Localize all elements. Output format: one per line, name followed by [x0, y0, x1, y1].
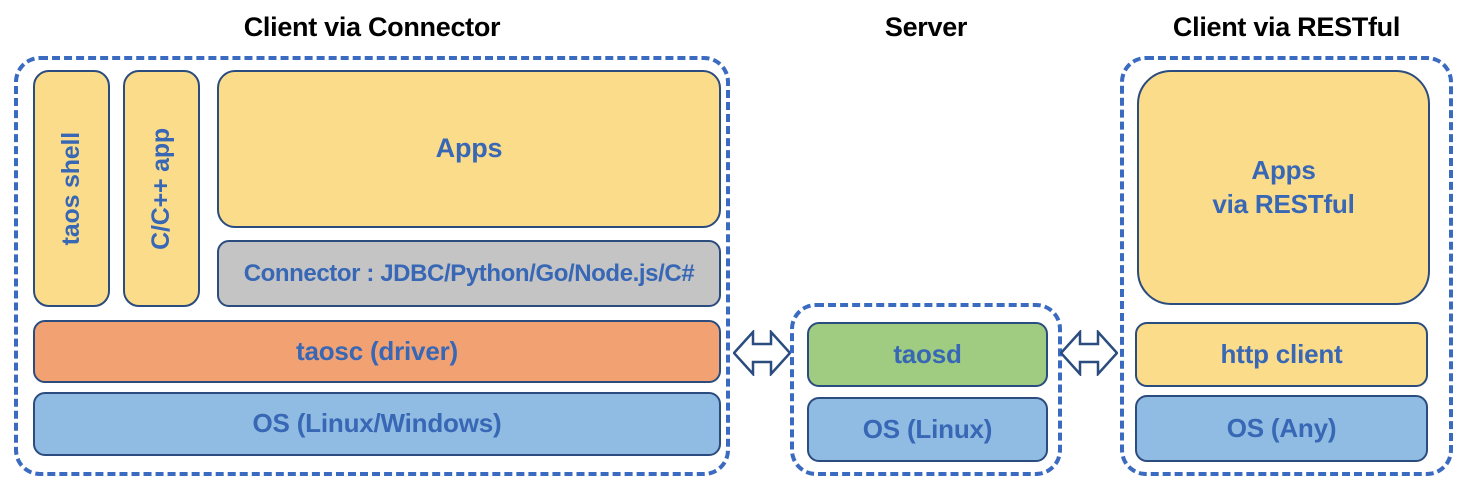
client-via-connector-group: taos shell C/C++ app Apps Connector : JD… — [14, 56, 730, 476]
apps-via-restful-line1: Apps — [1251, 154, 1316, 185]
os-linux-windows-label: OS (Linux/Windows) — [252, 408, 502, 439]
apps-box: Apps — [217, 70, 721, 228]
apps-via-restful-line2: via RESTful — [1212, 188, 1355, 219]
os-linux-label: OS (Linux) — [862, 413, 993, 444]
apps-via-restful-label: Apps via RESTful — [1212, 154, 1354, 222]
double-arrow-icon — [1060, 330, 1118, 376]
left-section-title: Client via Connector — [243, 12, 501, 42]
apps-via-restful-box: Apps via RESTful — [1137, 70, 1430, 305]
cpp-app-label: C/C++ app — [147, 127, 176, 250]
http-client-box: http client — [1135, 322, 1428, 387]
server-section-title: Server — [884, 12, 968, 42]
taos-shell-box: taos shell — [33, 70, 110, 307]
taosd-box: taosd — [807, 322, 1048, 387]
os-any-label: OS (Any) — [1226, 412, 1337, 443]
taosc-driver-box: taosc (driver) — [33, 320, 721, 383]
connector-box: Connector : JDBC/Python/Go/Node.js/C# — [217, 240, 721, 307]
server-group: taosd OS (Linux) — [790, 303, 1062, 476]
os-linux-box: OS (Linux) — [807, 397, 1048, 462]
os-any-box: OS (Any) — [1135, 395, 1428, 462]
taos-shell-label: taos shell — [57, 131, 86, 246]
connector-label: Connector : JDBC/Python/Go/Node.js/C# — [243, 259, 695, 287]
taosd-label: taosd — [893, 338, 962, 369]
cpp-app-box: C/C++ app — [123, 70, 200, 307]
apps-label: Apps — [435, 133, 503, 164]
double-arrow-icon — [733, 330, 791, 376]
http-client-label: http client — [1220, 338, 1343, 369]
right-section-title: Client via RESTful — [1172, 12, 1401, 42]
client-via-restful-group: Apps via RESTful http client OS (Any) — [1120, 56, 1453, 476]
os-linux-windows-box: OS (Linux/Windows) — [33, 392, 721, 456]
taosc-driver-label: taosc (driver) — [296, 335, 458, 366]
